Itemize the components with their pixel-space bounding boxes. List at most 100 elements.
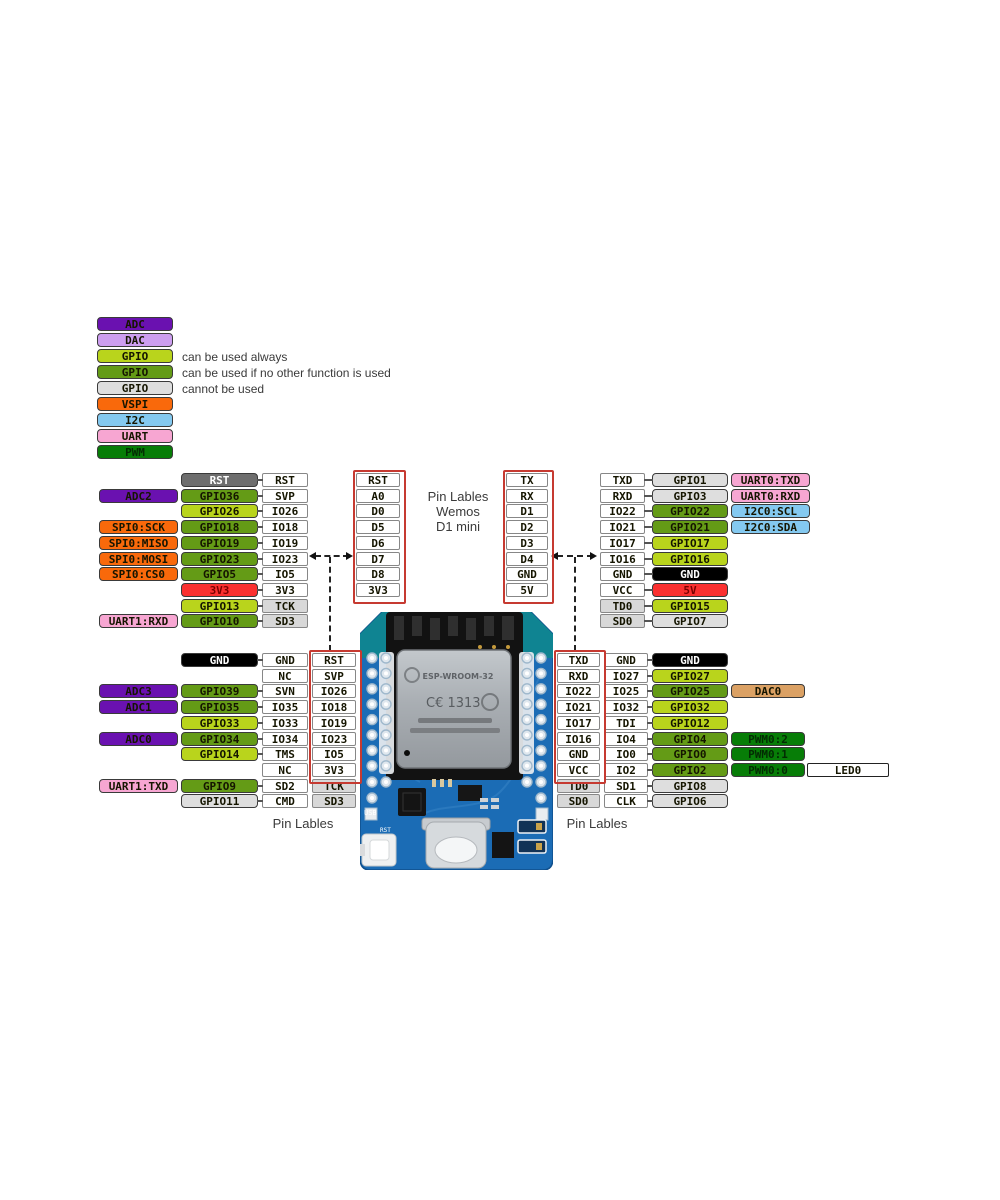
arrowhead-left-east	[346, 552, 353, 560]
pin-box-io5: IO5	[262, 567, 308, 581]
tags-box-adc2: ADC2	[99, 489, 178, 503]
connector-stub	[644, 558, 653, 560]
connector-stub	[257, 479, 263, 481]
caption-pin-labels-left: Pin Lables	[272, 816, 334, 831]
connector-stub	[257, 526, 263, 528]
pin-box-nc: NC	[262, 669, 308, 683]
inner-box-gnd: GND	[557, 747, 600, 761]
pin-box-sd2: SD2	[262, 779, 308, 793]
tags-box-uart0-rxd: UART0:RXD	[731, 489, 810, 503]
usb-connector	[421, 817, 491, 869]
connector-stub	[257, 620, 263, 622]
pin-box-d8: D8	[356, 567, 400, 581]
connector-stub	[647, 706, 653, 708]
pin-box-io17: IO17	[600, 536, 645, 550]
inner-box-io16: IO16	[557, 732, 600, 746]
tags-box-i2c0-sda: I2C0:SDA	[731, 520, 810, 534]
pin-box-tx: TX	[506, 473, 548, 487]
legend-box-vspi: VSPI	[97, 397, 173, 411]
rst-silk-text: RST	[380, 827, 391, 834]
pin-box-sd1: SD1	[604, 779, 648, 793]
connector-stub	[257, 558, 263, 560]
pin-box-cmd: CMD	[262, 794, 308, 808]
connector-stub	[257, 706, 263, 708]
pin-box-io16: IO16	[600, 552, 645, 566]
gpio-box-gpio5: GPIO5	[181, 567, 258, 581]
gpio-box-gpio21: GPIO21	[652, 520, 728, 534]
tags-box-pwm0-1: PWM0:1	[731, 747, 805, 761]
center-caption-line2: Wemos	[436, 504, 480, 519]
caption-pin-labels-right: Pin Lables	[566, 816, 628, 831]
pin-box-gnd: GND	[604, 653, 648, 667]
legend-box-gpio: GPIO	[97, 365, 173, 379]
small-ic	[458, 785, 482, 801]
pin-box-io19: IO19	[262, 536, 308, 550]
gpio-box-gpio0: GPIO0	[652, 747, 728, 761]
regulator-chip	[492, 832, 514, 858]
connector-stub	[257, 542, 263, 544]
pin-box-rst: RST	[262, 473, 308, 487]
tags-box-spi0-sck: SPI0:SCK	[99, 520, 178, 534]
pin-box-clk: CLK	[604, 794, 648, 808]
legend-box-uart: UART	[97, 429, 173, 443]
gpio-box-gpio11: GPIO11	[181, 794, 258, 808]
pin-box-tck: TCK	[262, 599, 308, 613]
legend-box-dac: DAC	[97, 333, 173, 347]
pin-box-rst: RST	[356, 473, 400, 487]
connector-stub	[257, 722, 263, 724]
gpio-box-gpio33: GPIO33	[181, 716, 258, 730]
connector-stub	[257, 589, 263, 591]
pin-box-svp: SVP	[262, 489, 308, 503]
board-photo: ESP-WROOM-32 C€ 1313	[360, 612, 553, 870]
legend-box-adc: ADC	[97, 317, 173, 331]
pin-box-io0: IO0	[604, 747, 648, 761]
connector-stub	[644, 542, 653, 544]
connector-stub	[644, 605, 653, 607]
espressif-logo	[404, 667, 420, 683]
gpio-box-3v3: 3V3	[181, 583, 258, 597]
pin-box-io22: IO22	[600, 504, 645, 518]
gpio-box-gpio1: GPIO1	[652, 473, 728, 487]
pin-box-d7: D7	[356, 552, 400, 566]
inner-box-rst: RST	[312, 653, 356, 667]
legend-box-i2c: I2C	[97, 413, 173, 427]
pin-box-io34: IO34	[262, 732, 308, 746]
arrowhead-right-east	[590, 552, 597, 560]
pin-box-txd: TXD	[600, 473, 645, 487]
pin-box-io26: IO26	[262, 504, 308, 518]
connector-stub	[647, 769, 653, 771]
antenna-pattern	[394, 616, 514, 640]
pin-box-io18: IO18	[262, 520, 308, 534]
tags-box-uart1-txd: UART1:TXD	[99, 779, 178, 793]
module-name-text: ESP-WROOM-32	[423, 672, 494, 681]
tags-box-pwm0-0: PWM0:0	[731, 763, 805, 777]
gpio-box-gnd: GND	[652, 567, 728, 581]
connector-stub	[257, 800, 263, 802]
connector-stub	[647, 753, 653, 755]
usb-serial-chip	[398, 788, 426, 816]
pin-box-vcc: VCC	[600, 583, 645, 597]
connector-stub	[257, 785, 263, 787]
pin-box-tms: TMS	[262, 747, 308, 761]
connector-stub	[257, 510, 263, 512]
ce-mark-text: C€ 1313	[426, 696, 481, 711]
dashed-arrow-left	[315, 555, 349, 557]
pin-box-io33: IO33	[262, 716, 308, 730]
pin-box-io23: IO23	[262, 552, 308, 566]
tags-box-adc0: ADC0	[99, 732, 178, 746]
pin-box-gnd: GND	[600, 567, 645, 581]
inner-box-3v3: 3V3	[312, 763, 356, 777]
inner-box-io18: IO18	[312, 700, 356, 714]
gpio-box-gpio15: GPIO15	[652, 599, 728, 613]
tags-box-uart0-txd: UART0:TXD	[731, 473, 810, 487]
pin-box-5v: 5V	[506, 583, 548, 597]
inner-box-io5: IO5	[312, 747, 356, 761]
dashed-arrow-right	[557, 555, 593, 557]
connector-stub	[257, 495, 263, 497]
inner-box-svp: SVP	[312, 669, 356, 683]
connector-stub	[644, 620, 653, 622]
gpio-box-gpio25: GPIO25	[652, 684, 728, 698]
gpio-box-gpio8: GPIO8	[652, 779, 728, 793]
pin-box-nc: NC	[262, 763, 308, 777]
tags-box-spi0-mosi: SPI0:MOSI	[99, 552, 178, 566]
